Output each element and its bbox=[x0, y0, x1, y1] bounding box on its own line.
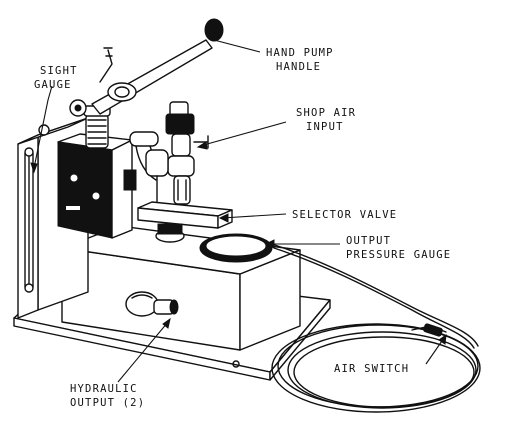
pump-block bbox=[57, 133, 133, 239]
svg-text:HANDLE: HANDLE bbox=[276, 61, 321, 73]
pump-linkage bbox=[123, 131, 171, 191]
sight-gauge-tube bbox=[24, 124, 50, 293]
pump-spring bbox=[83, 105, 111, 149]
label-output-pressure-gauge: OUTPUT PRESSURE GAUGE bbox=[346, 235, 451, 261]
svg-text:HAND PUMP: HAND PUMP bbox=[266, 47, 334, 59]
svg-text:OUTPUT (2): OUTPUT (2) bbox=[70, 397, 145, 409]
svg-text:INPUT: INPUT bbox=[306, 121, 344, 133]
output-pressure-gauge bbox=[199, 233, 273, 263]
svg-text:AIR SWITCH: AIR SWITCH bbox=[334, 363, 409, 375]
air-hose bbox=[271, 243, 481, 413]
svg-text:OUTPUT: OUTPUT bbox=[346, 235, 391, 247]
label-air-switch: AIR SWITCH bbox=[334, 363, 409, 375]
leader-lines bbox=[30, 39, 447, 383]
label-shop-air-input: SHOP AIR INPUT bbox=[296, 107, 356, 133]
label-hand-pump-handle: HAND PUMP HANDLE bbox=[266, 47, 334, 73]
svg-text:PRESSURE GAUGE: PRESSURE GAUGE bbox=[346, 249, 451, 261]
hydraulic-output-fitting bbox=[125, 291, 179, 317]
air-regulator bbox=[145, 101, 209, 205]
svg-text:GAUGE: GAUGE bbox=[34, 79, 72, 91]
svg-text:SIGHT: SIGHT bbox=[40, 65, 78, 77]
label-hydraulic-output: HYDRAULIC OUTPUT (2) bbox=[70, 383, 145, 409]
svg-text:SELECTOR VALVE: SELECTOR VALVE bbox=[292, 209, 397, 221]
label-selector-valve: SELECTOR VALVE bbox=[292, 209, 397, 221]
hand-pump-handle bbox=[69, 18, 224, 117]
svg-text:SHOP AIR: SHOP AIR bbox=[296, 107, 356, 119]
label-sight-gauge: SIGHT GAUGE bbox=[34, 65, 78, 91]
svg-text:HYDRAULIC: HYDRAULIC bbox=[70, 383, 138, 395]
